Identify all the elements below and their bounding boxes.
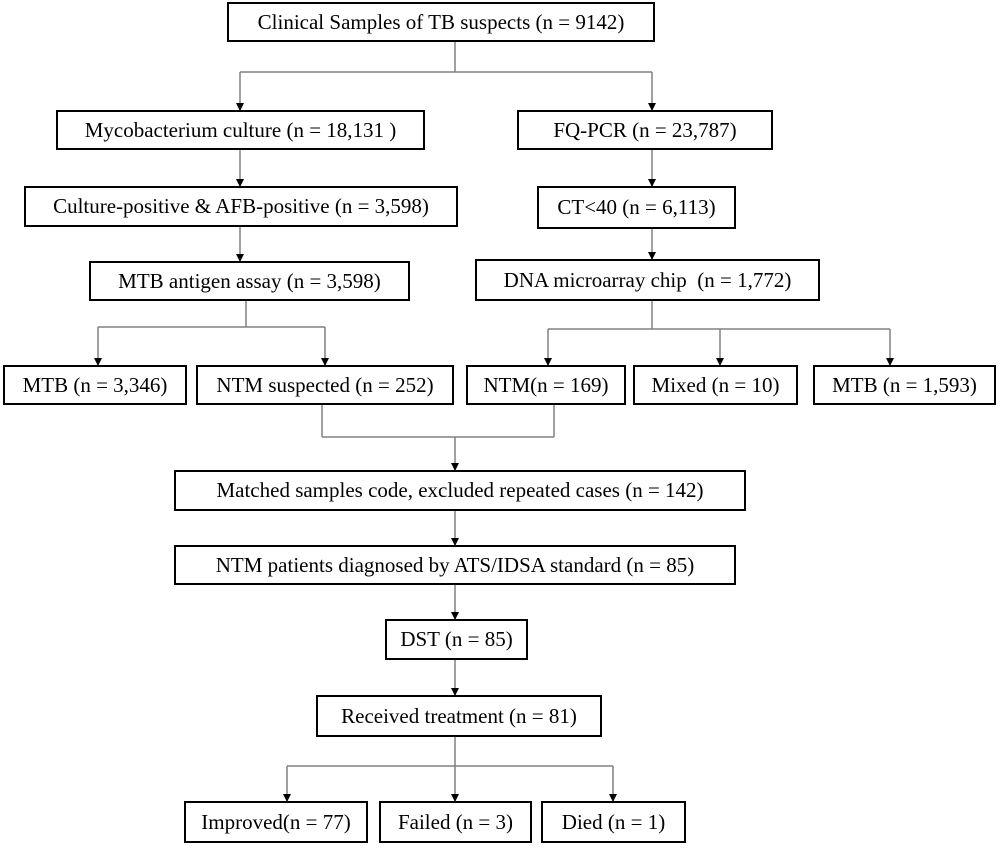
node-mtb-right: MTB (n = 1,593) [813,365,996,405]
node-mtb-antigen-assay: MTB antigen assay (n = 3,598) [89,261,410,301]
node-ct40: CT<40 (n = 6,113) [537,186,736,229]
node-improved: Improved(n = 77) [184,801,368,843]
node-matched-samples: Matched samples code, excluded repeated … [174,470,746,511]
node-mycobacterium-culture: Mycobacterium culture (n = 18,131 ) [56,110,425,150]
node-clinical-samples: Clinical Samples of TB suspects (n = 914… [227,2,655,42]
node-culture-afb-positive: Culture-positive & AFB-positive (n = 3,5… [24,186,458,227]
node-fq-pcr: FQ-PCR (n = 23,787) [517,110,773,150]
node-died: Died (n = 1) [541,801,686,843]
node-ntm-patients: NTM patients diagnosed by ATS/IDSA stand… [174,545,736,585]
node-ntm-suspected: NTM suspected (n = 252) [196,365,454,405]
node-mixed: Mixed (n = 10) [633,365,798,405]
node-received-treatment: Received treatment (n = 81) [316,695,602,737]
node-dst: DST (n = 85) [385,619,528,660]
node-dna-microarray-chip: DNA microarray chip (n = 1,772) [475,259,820,301]
node-failed: Failed (n = 3) [379,801,532,843]
node-mtb-left: MTB (n = 3,346) [3,365,187,405]
node-ntm-chip: NTM(n = 169) [466,365,626,405]
